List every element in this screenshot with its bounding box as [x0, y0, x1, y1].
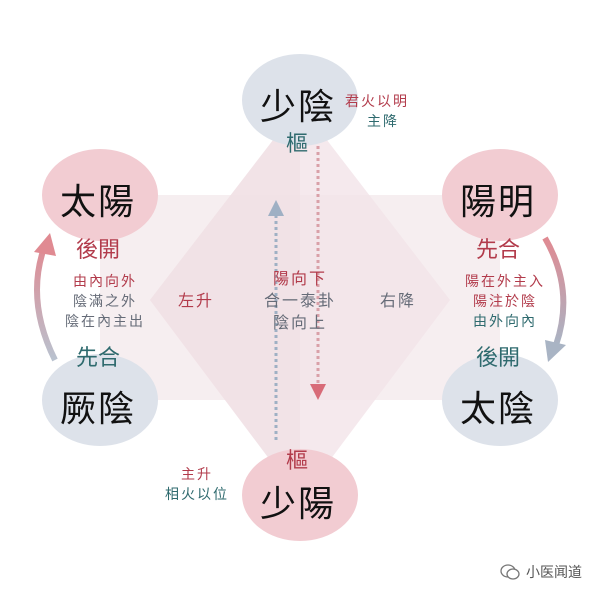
bottom-note: 主升 相火以位: [165, 465, 229, 505]
yangming-label: 先合: [476, 238, 521, 263]
right-note-line: 陽注於陰: [473, 294, 537, 310]
taiyang-label: 後開: [76, 238, 121, 263]
top-note-line: 主降: [367, 114, 399, 130]
left-note: 由內向外 陰滿之外 陰在內主出: [55, 272, 155, 332]
node-taiyin: 太陰: [460, 389, 537, 430]
right-note-line: 陽在外主入: [465, 274, 545, 290]
node-taiyang: 太陽: [60, 182, 137, 223]
watermark-text: 小医闻道: [526, 565, 582, 581]
taiyang-circle: [42, 149, 158, 241]
top-note-line: 君火以明: [345, 94, 409, 110]
up-arrow-icon: [268, 200, 284, 216]
top-note: 君火以明 主降: [345, 92, 409, 132]
center-note: 陽向下 合一泰卦 陰向上: [250, 268, 350, 334]
shaoyang-circle: [242, 449, 358, 541]
diamond-left-half: [150, 105, 300, 500]
right-arrowhead-icon: [545, 340, 566, 362]
node-yangming: 陽明: [460, 182, 537, 223]
right-note-line: 由外向內: [473, 314, 537, 330]
left-cycle-arrow: [34, 243, 58, 362]
right-cycle-arrow: [542, 236, 567, 346]
bottom-note-line: 相火以位: [165, 487, 229, 503]
left-note-line: 陰在內主出: [65, 314, 145, 330]
center-note-line: 陽向下: [272, 269, 327, 288]
center-note-line: 陰向上: [272, 313, 327, 332]
taiyin-label: 後開: [476, 346, 521, 371]
down-arrow-icon: [310, 384, 326, 400]
yangming-circle: [442, 149, 558, 241]
center-note-line: 合一泰卦: [263, 291, 336, 310]
shaoyin-circle: [242, 54, 358, 146]
jueyin-circle: [42, 354, 158, 446]
node-shaoyang: 少陽: [260, 484, 337, 525]
watermark: 小医闻道: [500, 562, 582, 582]
node-jueyin: 厥陰: [60, 389, 137, 430]
left-note-line: 由內向外: [73, 274, 137, 290]
node-shaoyin: 少陰: [260, 87, 337, 128]
left-arrowhead-icon: [34, 233, 56, 256]
left-rise: 左升: [178, 291, 215, 310]
left-note-line: 陰滿之外: [73, 294, 137, 310]
taiyin-circle: [442, 354, 558, 446]
wechat-icon: [500, 564, 520, 580]
right-descend: 右降: [380, 291, 417, 310]
bottom-pivot: 樞: [286, 449, 309, 474]
right-note: 陽在外主入 陽注於陰 由外向內: [450, 272, 560, 332]
top-pivot: 樞: [286, 132, 309, 157]
jueyin-label: 先合: [76, 346, 121, 371]
bottom-note-line: 主升: [181, 467, 213, 483]
